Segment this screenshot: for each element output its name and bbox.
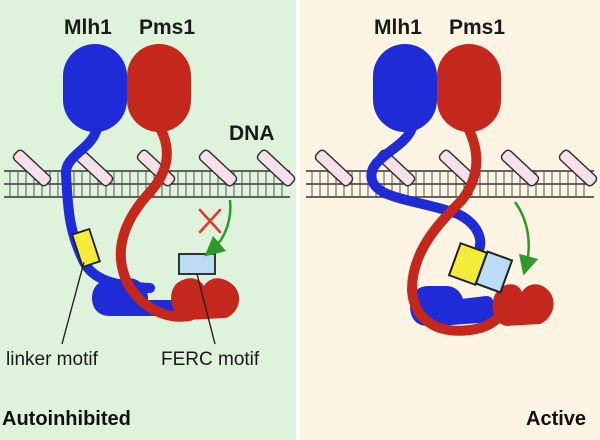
- left-pms1-label: Pms1: [139, 16, 195, 39]
- left-mlh1-label: Mlh1: [64, 16, 112, 39]
- ferc-motif-callout-line: [196, 273, 216, 345]
- left-ferc-motif: [178, 253, 216, 275]
- dna-label: DNA: [229, 122, 275, 145]
- left-linker-motif: [71, 227, 101, 269]
- autoinhibited-state-label: Autoinhibited: [2, 408, 131, 430]
- linker-motif-callout-line: [61, 261, 85, 345]
- left-panel: Mlh1 Pms1 DNA linker motif FERC motif Au…: [2, 16, 296, 430]
- right-mlh1-protein: [366, 44, 494, 326]
- right-pms1-label: Pms1: [449, 16, 505, 39]
- block-x-icon: [198, 208, 222, 234]
- right-active-arrow: [513, 201, 539, 276]
- left-pms1-protein: [115, 44, 240, 322]
- left-blocked-arrow: [204, 199, 232, 257]
- right-panel: Mlh1 Pms1 Active: [306, 16, 598, 430]
- ferc-motif-label: FERC motif: [161, 349, 260, 370]
- right-mlh1-label: Mlh1: [374, 16, 422, 39]
- right-ferc-motif: [474, 250, 514, 294]
- active-state-label: Active: [526, 408, 586, 430]
- linker-motif-label: linker motif: [6, 349, 99, 370]
- right-dna-strand: [306, 149, 598, 198]
- right-pms1-protein: [406, 44, 554, 336]
- panel-divider: [296, 0, 300, 440]
